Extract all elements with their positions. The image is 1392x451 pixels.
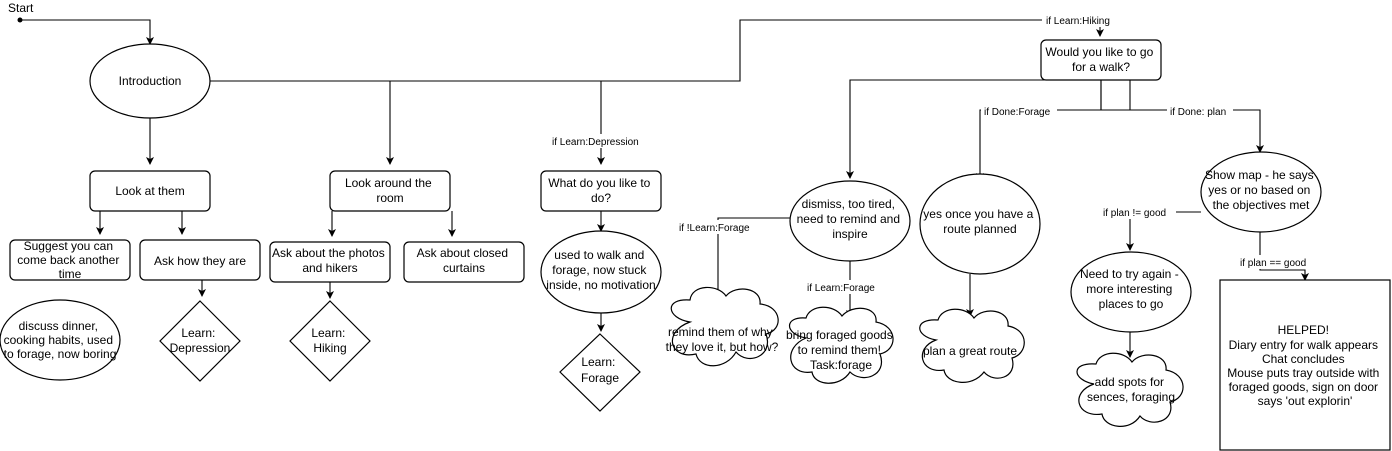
label-if-not-learn-forage: if !Learn:Forage bbox=[679, 223, 750, 234]
svg-text:Need to try again - more: Need to try again - more interesting pla… bbox=[1080, 267, 1182, 311]
svg-text:Learn: Depression: Learn: Depression bbox=[170, 326, 231, 355]
svg-text:Introduction: Introduction bbox=[119, 74, 182, 88]
node-what-do-you-like: What do you like to do? bbox=[540, 170, 662, 212]
node-look-around-room: Look around the room bbox=[329, 170, 451, 212]
node-show-map: Show map - he says yes or no based on th… bbox=[1200, 151, 1322, 233]
label-if-learn-hiking: if Learn:Hiking bbox=[1046, 16, 1110, 27]
edge-dismiss-remind bbox=[714, 217, 790, 301]
label-if-done-forage: if Done:Forage bbox=[984, 107, 1051, 118]
node-dismiss-too-tired: dismiss, too tired, need to remind and i… bbox=[789, 180, 911, 262]
svg-text:Would you like to go for: Would you like to go for a walk? bbox=[1045, 45, 1156, 74]
svg-text:Suggest you can come bac: Suggest you can come back another time bbox=[17, 239, 122, 281]
svg-text:HELPED! Diary entry for: HELPED! Diary entry for walk appears Cha… bbox=[1227, 323, 1382, 408]
label-if-done-plan: if Done: plan bbox=[1170, 107, 1226, 118]
label-if-plan-not-good: if plan != good bbox=[1103, 208, 1166, 219]
svg-text:Look at them: Look at them bbox=[115, 184, 184, 198]
svg-text:add spots for sences, fo: add spots for sences, foraging bbox=[1087, 375, 1175, 404]
node-walk-question: Would you like to go for a walk? bbox=[1040, 39, 1162, 81]
label-if-plan-good: if plan == good bbox=[1240, 258, 1306, 269]
edge-start-introduction bbox=[20, 19, 154, 45]
svg-text:Learn: Forage: Learn: Forage bbox=[581, 355, 619, 385]
svg-text:Ask about the photos and: Ask about the photos and hikers bbox=[272, 246, 388, 275]
svg-text:Show map - he says yes o: Show map - he says yes or no based on th… bbox=[1205, 168, 1317, 212]
svg-text:Ask how they are: Ask how they are bbox=[154, 254, 246, 268]
svg-text:plan a great route: plan a great route bbox=[923, 344, 1017, 358]
start-label: Start bbox=[8, 1, 34, 15]
node-remind-them-cloud: remind them of why they love it, but how… bbox=[666, 286, 779, 367]
edge-intro-walk-question bbox=[601, 19, 1100, 82]
svg-text:yes once you have a rout: yes once you have a route planned bbox=[923, 207, 1036, 236]
edge-labels: if Learn:Hiking if Learn:Depression if !… bbox=[549, 13, 1318, 294]
node-yes-once-route: yes once you have a route planned bbox=[919, 173, 1041, 275]
svg-text:remind them of why they: remind them of why they love it, but how… bbox=[666, 325, 779, 354]
svg-text:bring foraged goods to r: bring foraged goods to remind them! Task… bbox=[786, 328, 896, 372]
node-learn-depression: Learn: Depression bbox=[159, 300, 241, 382]
node-ask-photos-hikers: Ask about the photos and hikers bbox=[269, 241, 391, 283]
svg-text:dismiss, too tired, need: dismiss, too tired, need to remind and i… bbox=[797, 197, 904, 241]
node-ask-closed-curtains: Ask about closed curtains bbox=[403, 241, 525, 283]
edge-map-helped bbox=[1259, 232, 1309, 281]
node-helped: HELPED! Diary entry for walk appears Cha… bbox=[1219, 279, 1391, 451]
node-suggest-come-back: Suggest you can come back another time bbox=[9, 239, 131, 281]
svg-text:discuss dinner, cooking: discuss dinner, cooking habits, used to … bbox=[4, 319, 117, 361]
node-try-again: Need to try again - more interesting pla… bbox=[1070, 251, 1192, 333]
node-look-at-them: Look at them bbox=[89, 170, 211, 212]
node-learn-hiking: Learn: Hiking bbox=[289, 300, 371, 382]
node-introduction: Introduction bbox=[89, 43, 211, 119]
edge-walk-dismiss bbox=[850, 79, 1130, 178]
svg-text:Learn: Hiking: Learn: Hiking bbox=[311, 326, 348, 355]
node-discuss-dinner: discuss dinner, cooking habits, used to … bbox=[0, 299, 121, 381]
edge-walk-yes-route bbox=[976, 80, 1102, 181]
label-if-learn-depression: if Learn:Depression bbox=[552, 137, 639, 148]
node-ask-how-they-are: Ask how they are bbox=[139, 239, 261, 281]
svg-text:Ask about closed curtain: Ask about closed curtains bbox=[417, 246, 512, 275]
node-add-spots-cloud: add spots for sences, foraging bbox=[1076, 352, 1184, 427]
node-learn-forage: Learn: Forage bbox=[559, 333, 641, 412]
svg-text:What do you like to do?: What do you like to do? bbox=[548, 176, 653, 205]
label-if-learn-forage: if Learn:Forage bbox=[807, 283, 875, 294]
node-bring-foraged-cloud: bring foraged goods to remind them! Task… bbox=[786, 306, 896, 384]
svg-text:Look around the room: Look around the room bbox=[345, 176, 435, 205]
node-used-to-walk: used to walk and forage, now stuck insid… bbox=[540, 230, 662, 314]
svg-text:used to walk and forage,: used to walk and forage, now stuck insid… bbox=[546, 248, 655, 292]
node-plan-great-route-cloud: plan a great route bbox=[919, 308, 1025, 383]
